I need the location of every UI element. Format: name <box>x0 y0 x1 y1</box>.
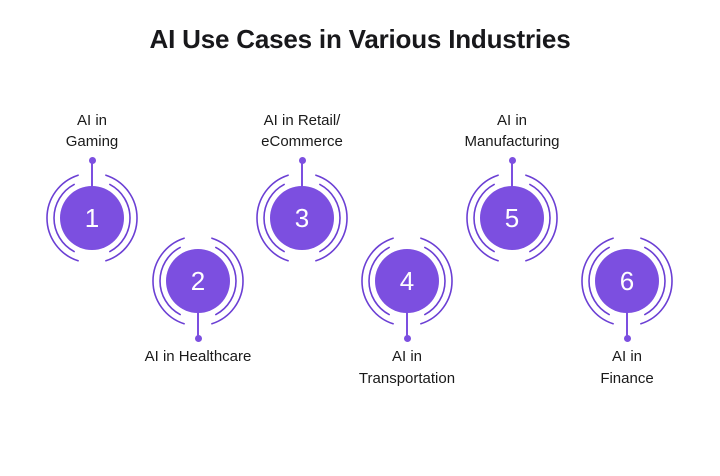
arc-ring <box>109 183 131 253</box>
arc-ring <box>640 237 673 325</box>
node-badge-wrap: 2 <box>118 216 278 346</box>
industry-node-1[interactable]: 1 AI in Gaming <box>12 112 172 283</box>
node-label-line: Manufacturing <box>464 133 560 151</box>
connector-dot <box>194 335 202 342</box>
node-badge-wrap: 1 <box>12 153 172 283</box>
arc-ring <box>315 174 348 262</box>
decorative-arc-rings <box>256 174 348 262</box>
node-badge-wrap: 5 <box>432 153 592 283</box>
node-label: AI in Transportation <box>327 346 487 390</box>
node-badge-wrap: 4 <box>327 216 487 346</box>
arc-ring <box>420 237 453 325</box>
page-title: AI Use Cases in Various Industries <box>149 24 571 54</box>
decorative-arc-rings <box>466 174 558 262</box>
arc-ring <box>473 183 495 253</box>
node-label-line: Transportation <box>358 369 456 387</box>
arc-ring <box>581 237 614 325</box>
node-number-badge[interactable]: 3 <box>270 186 334 250</box>
node-label: AI in Finance <box>547 346 707 390</box>
node-label-line: AI in <box>76 111 107 129</box>
arc-ring <box>159 246 181 316</box>
node-label-line: eCommerce <box>261 133 343 151</box>
arc-ring <box>368 246 390 316</box>
connector-stem <box>511 161 513 189</box>
industry-node-5[interactable]: 5 AI in Manufacturing <box>432 112 592 283</box>
industry-node-3[interactable]: 3 AI in Retail/eCommerce <box>222 112 382 283</box>
industry-node-4[interactable]: 4 AI in Transportation <box>327 216 487 387</box>
decorative-arc-rings <box>581 237 673 325</box>
node-number-badge[interactable]: 6 <box>595 249 659 313</box>
arc-ring <box>529 183 551 253</box>
connector-dot <box>298 157 306 164</box>
node-number-badge[interactable]: 5 <box>480 186 544 250</box>
node-label-line: AI in <box>496 111 527 129</box>
node-label-line: Gaming <box>65 133 119 151</box>
node-label-line: AI in Retail/ <box>263 111 341 129</box>
connector-stem <box>197 310 199 338</box>
node-label: AI in Manufacturing <box>432 110 592 154</box>
node-label: AI in Healthcare <box>118 346 278 368</box>
connector-stem <box>91 161 93 189</box>
arc-ring <box>361 237 394 325</box>
arc-ring <box>105 174 138 262</box>
arc-ring <box>424 246 446 316</box>
node-number-badge[interactable]: 1 <box>60 186 124 250</box>
node-badge-wrap: 6 <box>547 216 707 346</box>
arc-ring <box>256 174 289 262</box>
arc-ring <box>215 246 237 316</box>
industry-node-2[interactable]: 2 AI in Healthcare <box>118 216 278 365</box>
decorative-arc-rings <box>361 237 453 325</box>
arc-ring <box>263 183 285 253</box>
decorative-arc-rings <box>152 237 244 325</box>
connector-dot <box>88 157 96 164</box>
connector-dot <box>403 335 411 342</box>
industry-node-6[interactable]: 6 AI in Finance <box>547 216 707 387</box>
connector-stem <box>626 310 628 338</box>
node-label: AI in Retail/eCommerce <box>222 110 382 154</box>
node-label: AI in Gaming <box>12 110 172 154</box>
node-label-line: Finance <box>600 369 654 387</box>
connector-stem <box>406 310 408 338</box>
node-label-line: AI in <box>391 348 422 365</box>
connector-dot <box>623 335 631 342</box>
node-label-line: AI in Healthcare <box>144 348 252 365</box>
arc-ring <box>319 183 341 253</box>
node-number-badge[interactable]: 2 <box>166 249 230 313</box>
arc-ring <box>588 246 610 316</box>
node-label-line: AI in <box>611 348 642 365</box>
arc-ring <box>466 174 499 262</box>
connector-stem <box>301 161 303 189</box>
arc-ring <box>53 183 75 253</box>
arc-ring <box>46 174 79 262</box>
arc-ring <box>211 237 244 325</box>
node-badge-wrap: 3 <box>222 153 382 283</box>
connector-dot <box>508 157 516 164</box>
arc-ring <box>525 174 558 262</box>
decorative-arc-rings <box>46 174 138 262</box>
node-number-badge[interactable]: 4 <box>375 249 439 313</box>
arc-ring <box>152 237 185 325</box>
arc-ring <box>644 246 666 316</box>
